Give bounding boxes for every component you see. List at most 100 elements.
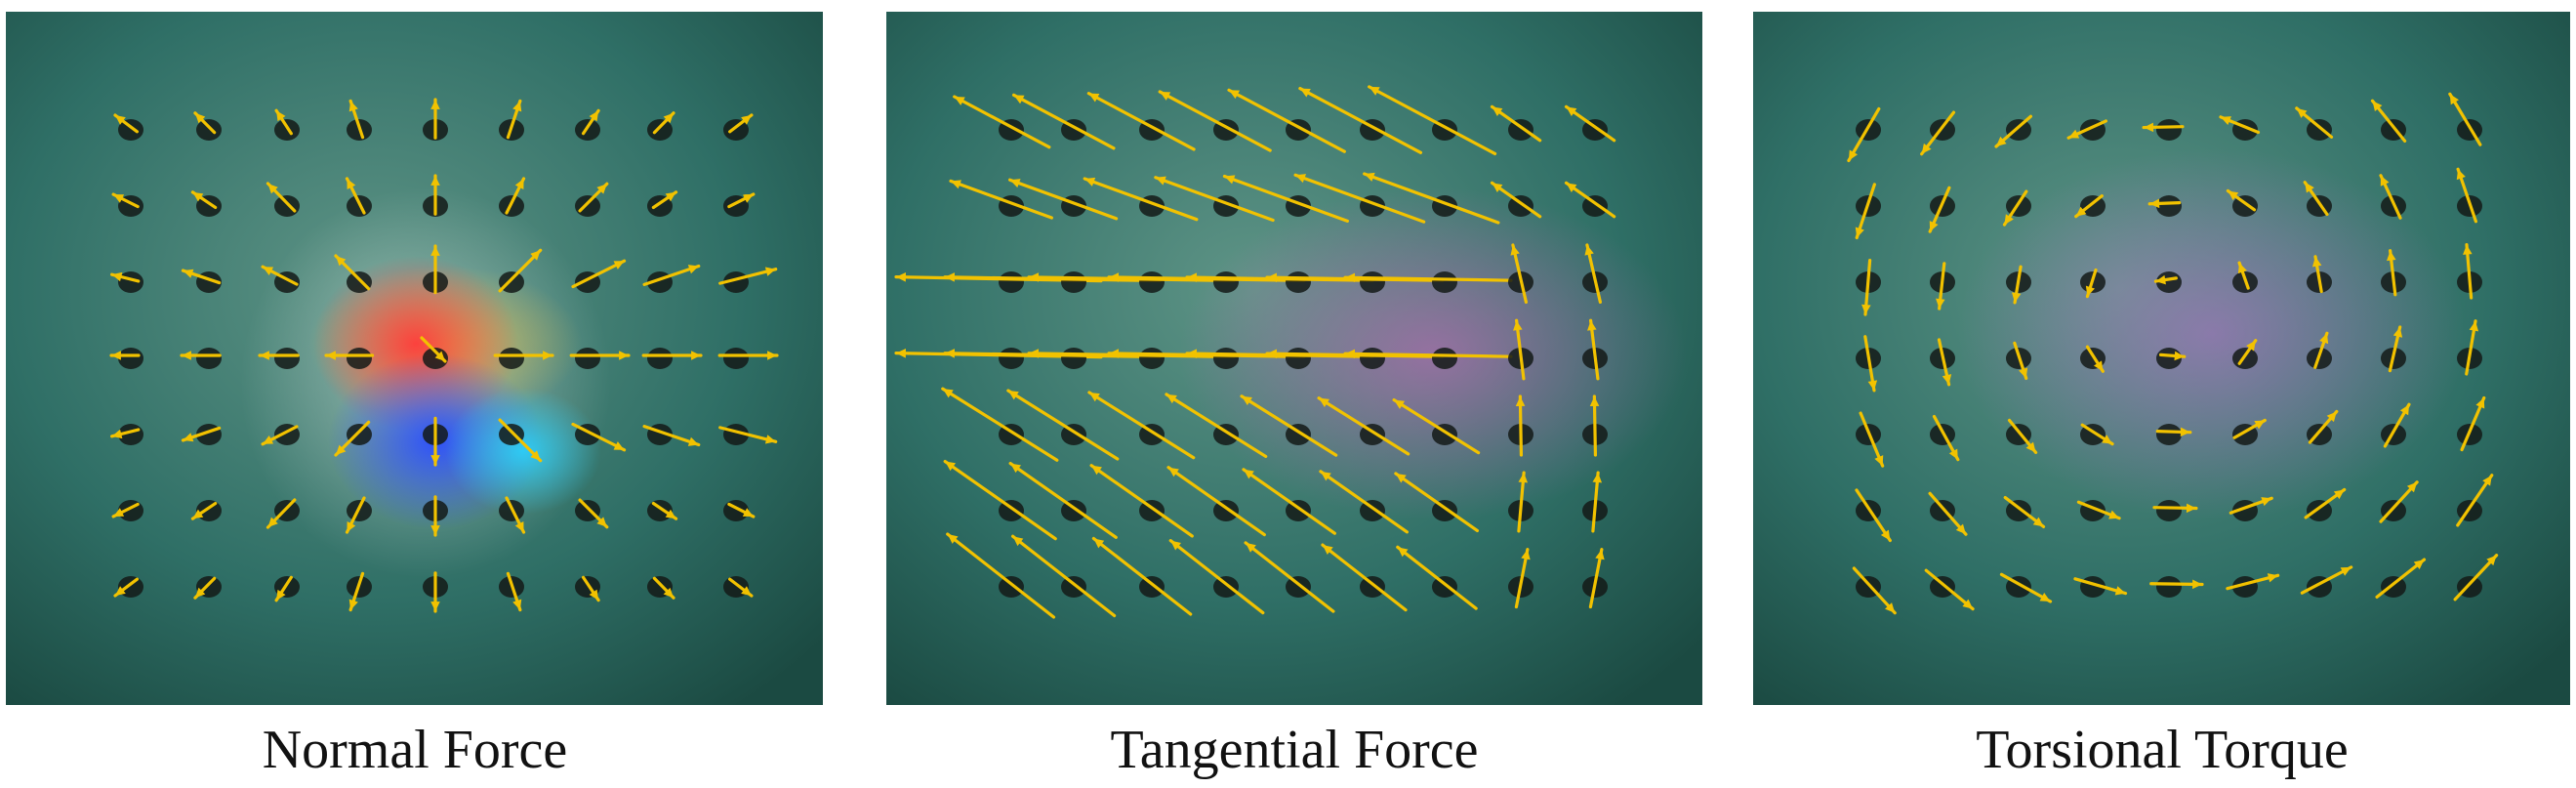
displacement-arrow [641,351,703,360]
displacement-arrow [581,108,600,136]
marker-dot [575,348,600,369]
displacement-arrow [941,387,1059,462]
displacement-arrow [109,271,141,283]
displacement-arrow [1006,389,1120,461]
marker-dot [1286,271,1311,293]
displacement-arrow [324,351,375,360]
marker-dot [1286,348,1311,369]
displacement-arrow [1513,318,1526,381]
displacement-arrow [430,98,440,140]
displacement-arrow [420,336,447,363]
displacement-arrow [2303,181,2329,217]
marker-dot [575,119,600,141]
normal-force-image [6,12,823,705]
displacement-arrow [1343,272,1513,283]
displacement-arrow [2232,418,2267,439]
displacement-arrow [2304,487,2347,519]
marker-dot [1061,500,1086,521]
displacement-arrow [717,351,779,360]
marker-dot [1360,348,1385,369]
displacement-arrow [1008,461,1118,539]
displacement-arrow [1515,394,1526,457]
displacement-arrow [2226,188,2257,212]
displacement-arrow [1168,539,1265,615]
displacement-arrow [2085,268,2098,299]
displacement-arrow [953,95,1051,149]
displacement-arrow [1564,181,1616,219]
displacement-arrow [113,113,139,134]
marker-dot [274,348,300,369]
displacement-arrow [1154,176,1275,223]
displacement-arrow [2313,331,2329,369]
displacement-arrow [493,351,554,360]
marker-dot [2156,576,2182,598]
displacement-arrow [266,182,297,213]
marker-dot [2381,576,2406,598]
marker-dot [999,576,1024,598]
displacement-arrow [506,99,522,140]
normal-force-caption: Normal Force [262,720,568,780]
displacement-arrow [2153,274,2178,285]
displacement-arrow [2155,427,2192,437]
displacement-arrow [1936,262,1946,311]
displacement-arrow [2066,119,2107,140]
marker-dot [1856,500,1881,521]
displacement-arrow [2375,558,2427,599]
displacement-arrow [1589,394,1600,457]
marker-dot [1139,500,1165,521]
marker-dot [1360,576,1385,598]
displacement-arrow [571,259,627,289]
displacement-arrow [2388,325,2403,373]
displacement-arrow [578,498,609,529]
marker-dot [999,271,1024,293]
marker-dot [2307,500,2332,521]
displacement-arrow [718,426,778,444]
marker-dot [1930,576,1955,598]
displacement-arrow [1855,488,1892,543]
displacement-arrow [2383,402,2411,448]
displacement-arrow [571,422,627,452]
displacement-arrow [2142,122,2185,133]
displacement-arrow [1240,394,1338,457]
displacement-arrow [1999,572,2053,603]
displacement-arrow [505,177,526,215]
marker-dot [2232,195,2258,217]
displacement-arrow [109,351,141,360]
marker-dot [575,195,600,217]
displacement-arrow [1222,174,1349,223]
tangential-force-svg [886,12,1702,705]
displacement-arrow [1510,243,1528,304]
displacement-arrow [2219,115,2261,135]
displacement-arrow [2149,579,2204,590]
marker-dot [723,119,749,141]
marker-dot [118,348,143,369]
marker-dot [1582,195,1608,217]
displacement-arrow [193,576,217,600]
marker-dot [347,348,372,369]
marker-dot [274,119,300,141]
displacement-arrow [2295,106,2334,139]
marker-dot [1582,119,1608,141]
displacement-arrow [345,177,366,215]
displacement-arrow [652,576,675,600]
displacement-arrow [1584,243,1602,304]
displacement-arrow [1517,471,1529,533]
displacement-arrow [1227,88,1346,153]
marker-dot [1286,500,1311,521]
displacement-arrow [2152,503,2198,514]
displacement-arrow [348,571,365,612]
marker-dot [1432,576,1457,598]
displacement-arrow [651,501,678,520]
displacement-arrow [2237,261,2250,290]
displacement-arrow [181,426,222,442]
displacement-arrow [1564,104,1616,143]
marker-dot [647,500,673,521]
displacement-arrow [1861,259,1872,316]
displacement-arrow [1588,548,1605,609]
displacement-arrow [498,418,543,463]
displacement-arrow [2226,573,2280,591]
displacement-arrow [2311,255,2323,294]
marker-dot [118,119,143,141]
displacement-arrow [1091,536,1193,616]
displacement-arrow [1591,471,1603,533]
